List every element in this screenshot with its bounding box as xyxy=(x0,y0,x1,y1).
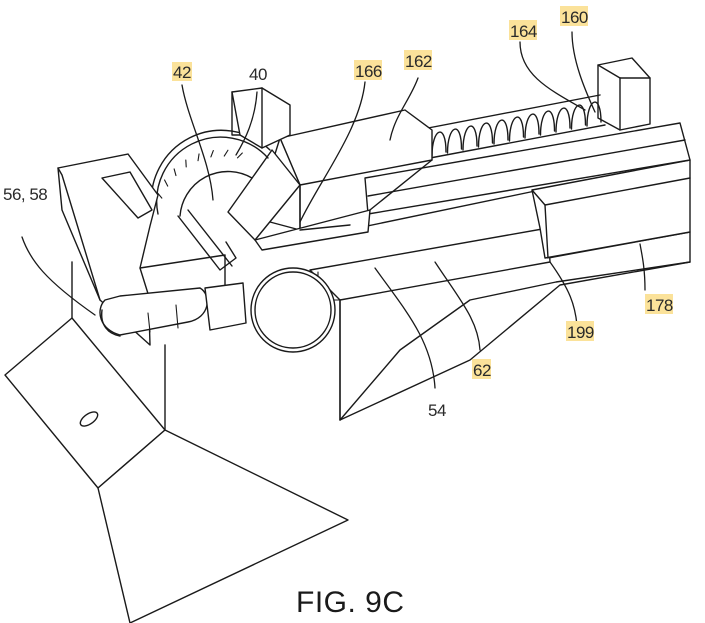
round-knob xyxy=(250,267,336,353)
spring xyxy=(427,94,606,159)
svg-text:199: 199 xyxy=(567,323,594,342)
spring-coil xyxy=(570,104,587,130)
ring-tooth xyxy=(210,149,214,158)
spring-coil xyxy=(508,116,525,142)
svg-text:42: 42 xyxy=(173,63,191,82)
label-178: 178 xyxy=(645,294,673,315)
label-40: 40 xyxy=(249,65,267,84)
svg-text:178: 178 xyxy=(646,296,673,315)
label-164: 164 xyxy=(509,20,537,41)
svg-text:162: 162 xyxy=(405,52,432,71)
label-62: 62 xyxy=(472,359,491,380)
leader-lines xyxy=(21,31,646,389)
reference-labels: 42 40 166 162 164 160 56, 58 178 xyxy=(3,6,673,420)
spring-coil xyxy=(493,119,509,145)
spring-coil xyxy=(539,110,556,136)
label-42: 42 xyxy=(172,62,192,82)
svg-text:166: 166 xyxy=(355,62,382,81)
label-162: 162 xyxy=(404,50,432,71)
svg-text:54: 54 xyxy=(428,401,446,420)
ring-tooth xyxy=(173,168,177,177)
spring-coil xyxy=(477,122,494,148)
arm xyxy=(227,149,371,251)
ring-tooth xyxy=(156,192,163,199)
label-54: 54 xyxy=(428,401,446,420)
spring-coil xyxy=(524,113,540,139)
base-plate xyxy=(4,261,349,623)
spring-coil xyxy=(586,101,602,127)
spring-coil xyxy=(431,131,447,157)
svg-text:164: 164 xyxy=(510,22,537,41)
spring-coil xyxy=(555,107,571,133)
ring-tooth xyxy=(223,149,229,157)
figure-caption: FIG. 9C xyxy=(296,586,405,619)
spring-coil xyxy=(446,128,463,154)
label-166: 166 xyxy=(354,60,382,81)
svg-text:160: 160 xyxy=(561,8,588,27)
svg-text:62: 62 xyxy=(473,361,491,380)
label-160: 160 xyxy=(560,6,588,27)
ring-tooth xyxy=(197,153,200,162)
spring-coil xyxy=(462,125,478,151)
ring-tooth xyxy=(164,179,169,187)
label-56-58: 56, 58 xyxy=(3,185,48,204)
housing-body xyxy=(299,57,691,421)
svg-text:40: 40 xyxy=(249,65,267,84)
label-199: 199 xyxy=(566,321,594,342)
mounting-hole xyxy=(79,411,99,427)
svg-text:56, 58: 56, 58 xyxy=(3,185,47,204)
ring-tooth xyxy=(236,152,243,159)
handle-lever xyxy=(99,282,247,337)
